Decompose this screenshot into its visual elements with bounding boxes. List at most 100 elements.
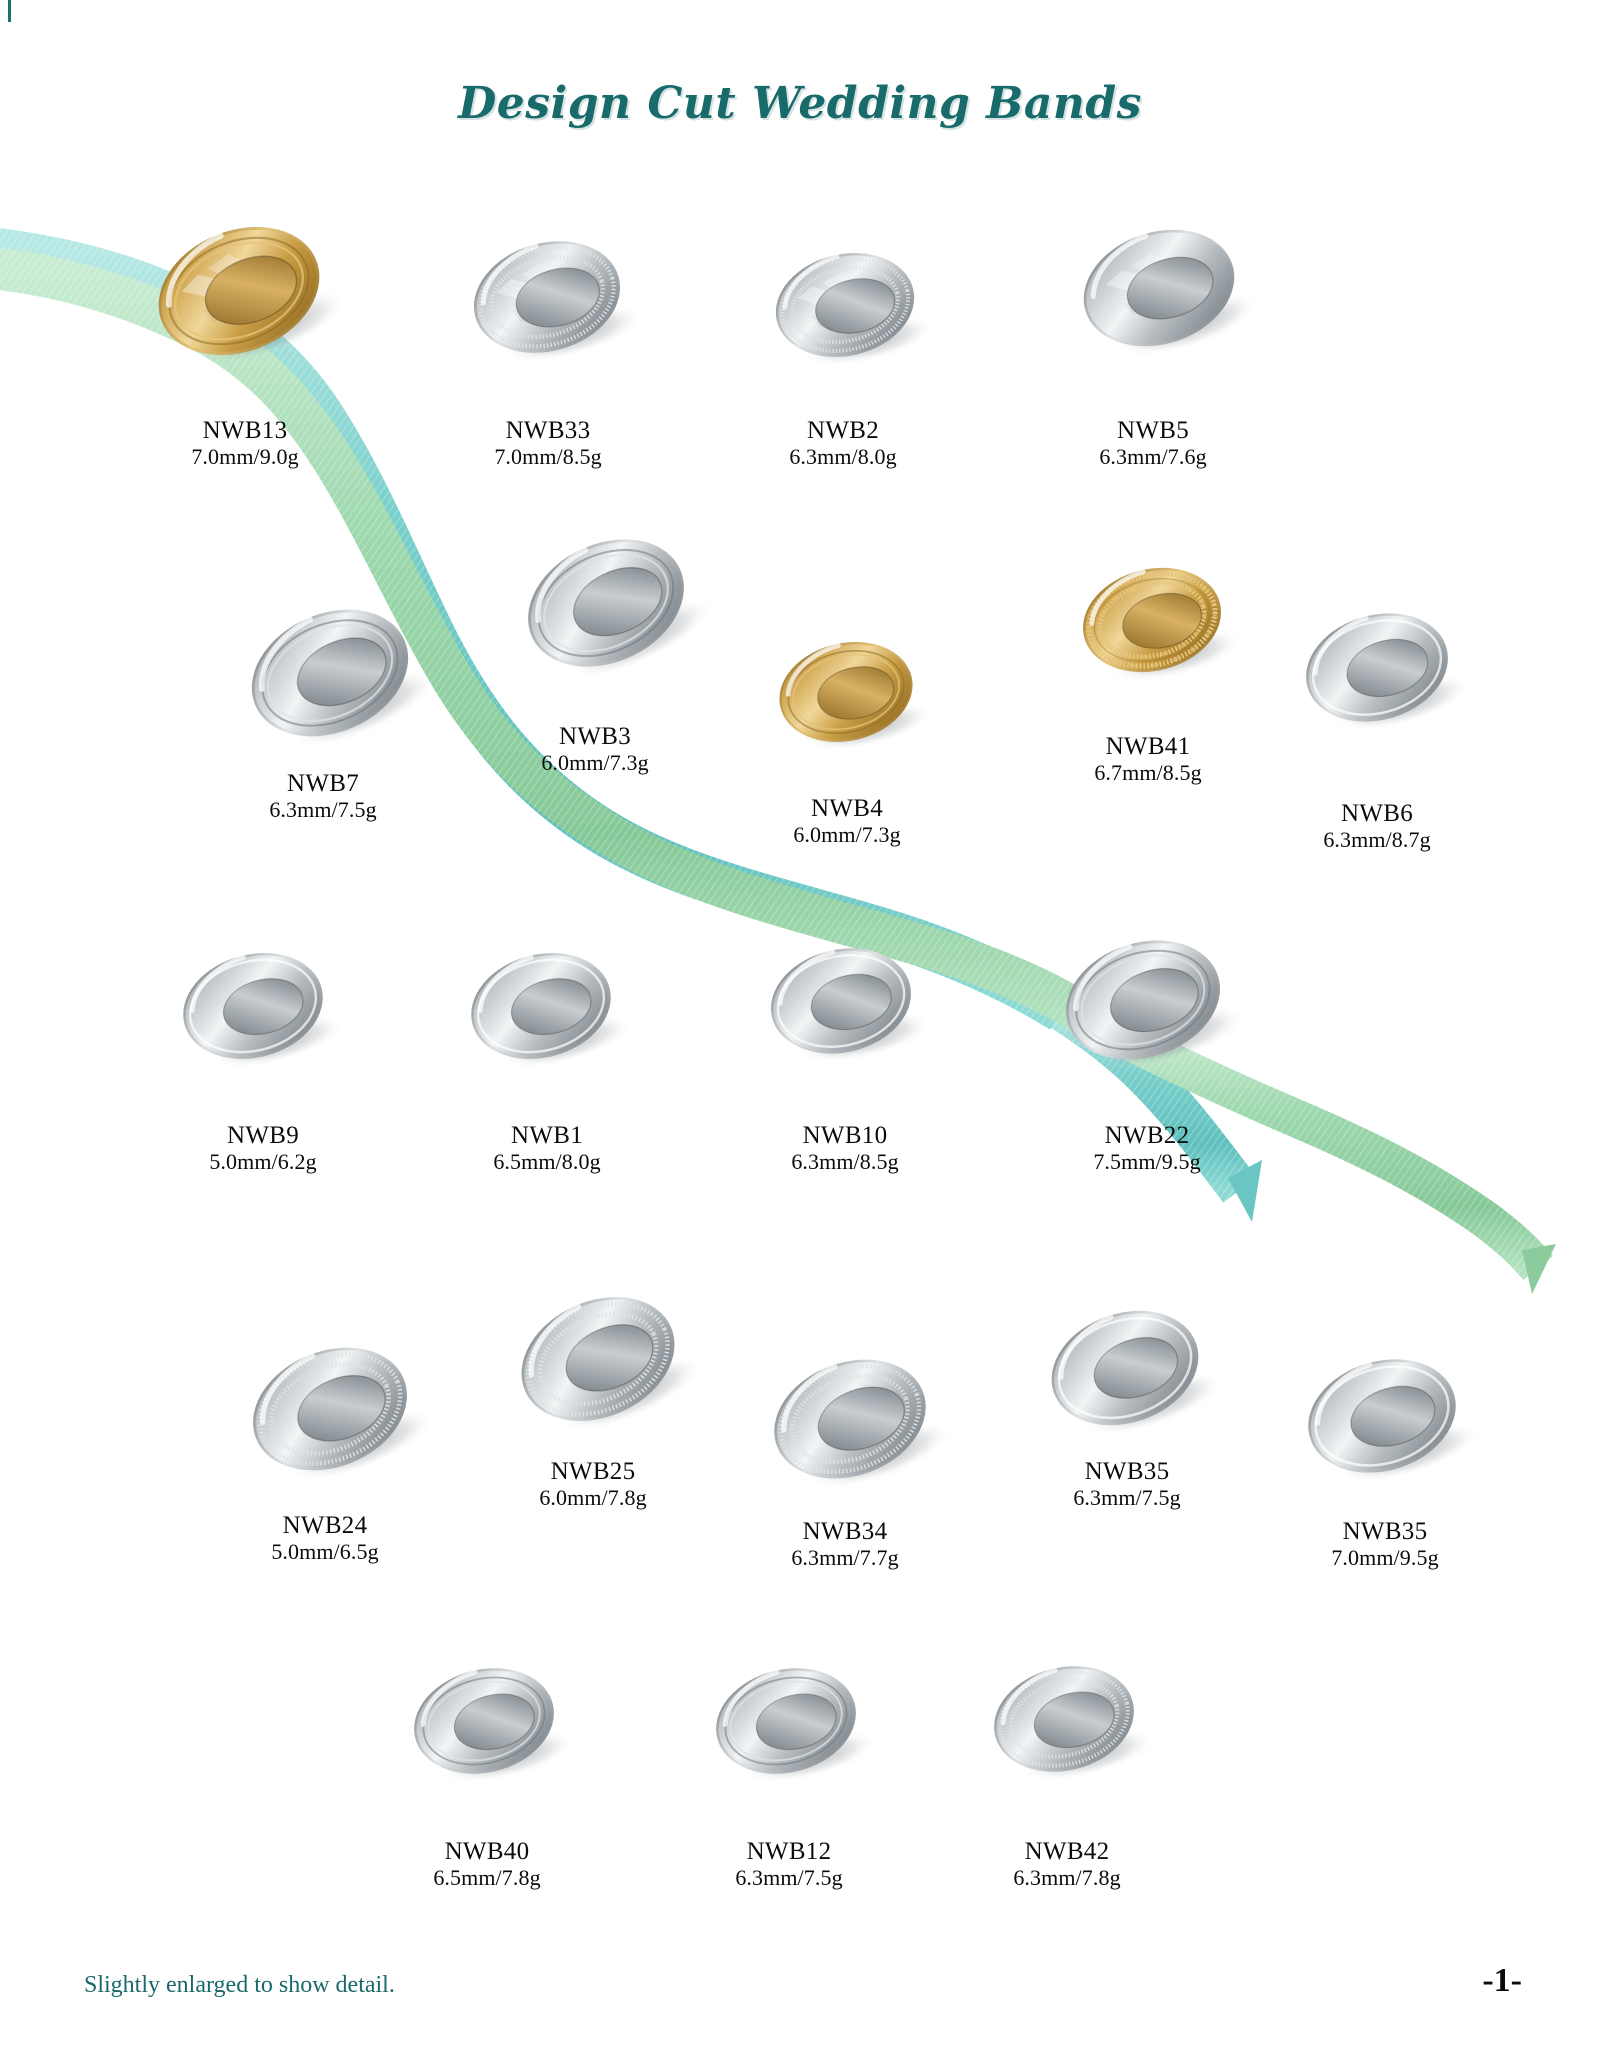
ring-code-nwb6: NWB6 xyxy=(1340,800,1414,827)
ring-product-nwb33[interactable] xyxy=(452,212,644,382)
ring-product-nwb5[interactable] xyxy=(1060,200,1260,376)
ring-product-nwb2[interactable] xyxy=(752,225,938,385)
ring-code-nwb33: NWB33 xyxy=(505,417,591,444)
ring-spec-nwb4: 6.0mm/7.3g xyxy=(793,822,901,847)
ring-image-nwb22 xyxy=(1025,885,1261,1115)
page-corner-mark xyxy=(8,0,11,22)
ring-photo-nwb9 xyxy=(160,925,346,1087)
ring-product-nwb1[interactable] xyxy=(448,925,634,1087)
ring-product-nwb42[interactable] xyxy=(968,1638,1160,1800)
ring-photo-nwb1 xyxy=(448,925,634,1087)
page-number: -1- xyxy=(1482,1962,1522,1999)
ring-product-nwb7[interactable] xyxy=(232,580,438,766)
ring-spec-nwb41: 6.7mm/8.5g xyxy=(1094,760,1202,785)
ring-product-nwb9[interactable] xyxy=(160,925,346,1087)
ring-image-nwb40 xyxy=(371,1619,596,1823)
ring-product-nwb6[interactable] xyxy=(1284,585,1472,750)
ring-image-nwb6 xyxy=(1265,563,1489,773)
ring-photo-nwb6 xyxy=(1284,585,1472,750)
ring-spec-nwb12: 6.3mm/7.5g xyxy=(735,1865,843,1890)
ring-product-nwb4[interactable] xyxy=(748,615,944,769)
ring-photo-nwb35b xyxy=(1288,1330,1481,1502)
ring-code-nwb22: NWB22 xyxy=(1104,1122,1190,1149)
ring-image-nwb25 xyxy=(471,1236,724,1482)
ring-product-nwb22[interactable] xyxy=(1048,910,1247,1090)
ring-image-nwb24 xyxy=(205,1288,455,1530)
ring-product-nwb10[interactable] xyxy=(748,920,934,1082)
ring-spec-nwb35: 6.3mm/7.5g xyxy=(1073,1485,1181,1510)
ring-code-nwb1: NWB1 xyxy=(510,1122,584,1149)
ring-spec-nwb7: 6.3mm/7.5g xyxy=(269,797,377,822)
ring-spec-nwb34: 6.3mm/7.7g xyxy=(791,1545,899,1570)
ring-spec-nwb22: 7.5mm/9.5g xyxy=(1093,1149,1201,1174)
ring-spec-nwb10: 6.3mm/8.5g xyxy=(791,1149,899,1174)
ring-image-nwb3 xyxy=(478,477,734,728)
ring-image-nwb34 xyxy=(727,1302,972,1536)
ring-code-nwb25: NWB25 xyxy=(550,1458,636,1485)
ring-code-nwb7: NWB7 xyxy=(286,770,360,797)
ring-photo-nwb7 xyxy=(232,580,438,766)
ring-spec-nwb33: 7.0mm/8.5g xyxy=(494,444,602,469)
ring-product-nwb3[interactable] xyxy=(508,510,715,696)
ring-photo-nwb25 xyxy=(500,1268,704,1450)
ring-image-nwb12 xyxy=(673,1619,898,1823)
ring-code-nwb41: NWB41 xyxy=(1105,733,1191,760)
ring-image-nwb4 xyxy=(733,595,959,789)
ring-product-nwb12[interactable] xyxy=(690,1640,882,1802)
ring-code-nwb10: NWB10 xyxy=(802,1122,888,1149)
ring-code-nwb34: NWB34 xyxy=(802,1518,888,1545)
ring-spec-nwb40: 6.5mm/7.8g xyxy=(433,1865,541,1890)
ring-code-nwb24: NWB24 xyxy=(282,1512,368,1539)
ring-product-nwb41[interactable] xyxy=(1046,540,1258,700)
ring-photo-nwb35 xyxy=(1030,1282,1224,1454)
ring-code-nwb40: NWB40 xyxy=(444,1838,530,1865)
ring-image-nwb5 xyxy=(1038,174,1281,403)
page-title: Design Cut Wedding Bands xyxy=(458,78,1142,129)
ring-photo-nwb10 xyxy=(748,920,934,1082)
ring-image-nwb1 xyxy=(430,904,652,1109)
ring-spec-nwb42: 6.3mm/7.8g xyxy=(1013,1865,1121,1890)
ring-product-nwb13[interactable] xyxy=(140,196,349,386)
ring-image-nwb2 xyxy=(736,206,953,404)
ring-photo-nwb13 xyxy=(140,196,349,386)
ring-code-nwb3: NWB3 xyxy=(558,723,632,750)
ring-photo-nwb41 xyxy=(1046,540,1258,700)
ring-code-nwb2: NWB2 xyxy=(806,417,880,444)
ring-product-nwb34[interactable] xyxy=(752,1330,953,1508)
ring-spec-nwb6: 6.3mm/8.7g xyxy=(1323,827,1431,852)
ring-code-nwb9: NWB9 xyxy=(226,1122,300,1149)
ring-photo-nwb24 xyxy=(232,1318,436,1500)
ring-product-nwb35[interactable] xyxy=(1030,1282,1224,1454)
ring-image-nwb9 xyxy=(142,904,364,1109)
ring-photo-nwb22 xyxy=(1048,910,1247,1090)
ring-image-nwb13 xyxy=(112,166,367,416)
footnote-text: Slightly enlarged to show detail. xyxy=(84,1972,395,1998)
ring-product-nwb24[interactable] xyxy=(232,1318,436,1500)
ring-image-nwb42 xyxy=(951,1617,1176,1821)
ring-product-nwb40[interactable] xyxy=(388,1640,580,1802)
ring-photo-nwb12 xyxy=(690,1640,882,1802)
ring-photo-nwb33 xyxy=(452,212,644,382)
ring-image-nwb35b xyxy=(1267,1306,1497,1525)
ring-product-nwb25[interactable] xyxy=(500,1268,704,1450)
ring-spec-nwb25: 6.0mm/7.8g xyxy=(539,1485,647,1510)
ring-spec-nwb2: 6.3mm/8.0g xyxy=(789,444,897,469)
ring-spec-nwb9: 5.0mm/6.2g xyxy=(209,1149,317,1174)
ring-product-nwb35b[interactable] xyxy=(1288,1330,1481,1502)
